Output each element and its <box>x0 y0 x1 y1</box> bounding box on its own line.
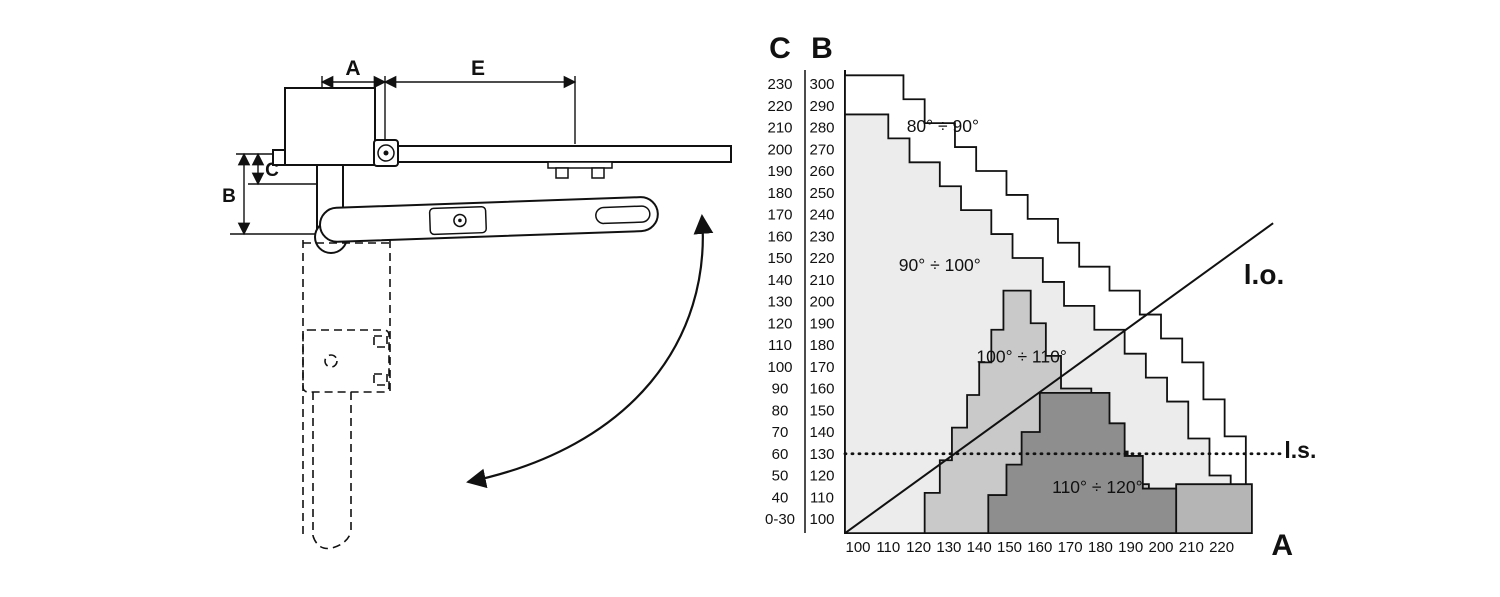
gate-bracket-bolt-left <box>555 167 569 179</box>
housing-flange <box>272 149 286 166</box>
open-gate-bolt-2 <box>373 373 388 386</box>
c-tick-2: 210 <box>767 120 792 137</box>
b-tick-160: 160 <box>809 381 834 398</box>
b-tick-300: 300 <box>809 76 834 93</box>
installation-diagram-panel: A E C B <box>0 30 760 597</box>
a-tick-100: 100 <box>845 539 870 556</box>
b-tick-220: 220 <box>809 250 834 267</box>
a-tick-170: 170 <box>1058 539 1083 556</box>
c-tick-18: 50 <box>772 468 789 485</box>
c-tick-6: 170 <box>767 207 792 224</box>
b-tick-260: 260 <box>809 163 834 180</box>
b-tick-250: 250 <box>809 185 834 202</box>
a-tick-120: 120 <box>906 539 931 556</box>
gate-leaf <box>382 145 732 179</box>
c-tick-0: 230 <box>767 76 792 93</box>
a-tick-130: 130 <box>936 539 961 556</box>
b-tick-180: 180 <box>809 337 834 354</box>
a-tick-200: 200 <box>1148 539 1173 556</box>
b-tick-290: 290 <box>809 98 834 115</box>
swing-arrow <box>466 214 714 489</box>
c-tick-1: 220 <box>767 98 792 115</box>
c-tick-4: 190 <box>767 163 792 180</box>
open-gate-bottom <box>312 531 352 550</box>
c-tick-9: 140 <box>767 272 792 289</box>
gate-bar <box>382 145 732 163</box>
c-axis-header: C <box>769 32 791 65</box>
dim-b-label: B <box>222 186 236 207</box>
b-tick-120: 120 <box>809 468 834 485</box>
installation-diagram: A E C B <box>222 57 732 550</box>
b-tick-230: 230 <box>809 228 834 245</box>
b-tick-110: 110 <box>810 489 834 506</box>
b-tick-140: 140 <box>809 424 834 441</box>
gate-open-dashed <box>302 240 391 550</box>
label-lo: l.o. <box>1244 259 1284 290</box>
a-tick-110: 110 <box>876 539 900 556</box>
b-tick-270: 270 <box>809 141 834 158</box>
b-tick-150: 150 <box>809 402 834 419</box>
c-tick-17: 60 <box>772 446 789 463</box>
b-tick-170: 170 <box>809 359 834 376</box>
a-tick-160: 160 <box>1027 539 1052 556</box>
actuator-arm <box>318 196 659 243</box>
pivot-bracket <box>373 139 399 167</box>
open-gate-bracket-hole <box>324 354 338 368</box>
label-region-100-110: 100° ÷ 110° <box>976 346 1066 366</box>
a-tick-210: 210 <box>1179 539 1204 556</box>
b-tick-200: 200 <box>809 294 834 311</box>
c-tick-10: 130 <box>767 294 792 311</box>
b-tick-280: 280 <box>809 120 834 137</box>
arm-center-pin <box>458 218 462 223</box>
a-tick-180: 180 <box>1088 539 1113 556</box>
a-tick-220: 220 <box>1209 539 1234 556</box>
gate-bracket-bolt-right <box>591 167 605 179</box>
c-tick-16: 70 <box>772 424 789 441</box>
c-tick-20: 0-30 <box>765 511 795 528</box>
dim-e-label: E <box>471 57 485 80</box>
pivot-bracket-pin <box>383 150 389 156</box>
b-tick-240: 240 <box>809 207 834 224</box>
c-tick-15: 80 <box>772 402 789 419</box>
c-tick-11: 120 <box>767 315 792 332</box>
b-tick-210: 210 <box>809 272 834 289</box>
region-110-120 <box>987 391 1178 535</box>
c-tick-7: 160 <box>767 228 792 245</box>
c-tick-13: 100 <box>767 359 792 376</box>
line-lo <box>844 222 1274 534</box>
arm-end-slot <box>595 205 651 225</box>
c-tick-19: 40 <box>772 489 789 506</box>
a-tick-190: 190 <box>1118 539 1143 556</box>
a-tick-150: 150 <box>997 539 1022 556</box>
b-tick-100: 100 <box>809 511 834 528</box>
c-tick-3: 200 <box>767 141 792 158</box>
c-tick-14: 90 <box>772 381 789 398</box>
label-region-90-100: 90° ÷ 100° <box>899 255 981 275</box>
label-region-110-120: 110° ÷ 120° <box>1052 477 1142 497</box>
dim-a-label: A <box>345 57 360 80</box>
label-region-80-90: 80° ÷ 90° <box>907 116 979 136</box>
b-tick-190: 190 <box>809 315 834 332</box>
gate-bracket-plate <box>547 161 613 169</box>
b-axis-header: B <box>811 32 833 65</box>
a-tick-140: 140 <box>967 539 992 556</box>
b-tick-130: 130 <box>809 446 834 463</box>
a-axis-header: A <box>1271 529 1293 562</box>
c-tick-5: 180 <box>767 185 792 202</box>
region-right-block <box>1175 483 1253 535</box>
open-gate-bracket <box>302 329 390 393</box>
c-tick-12: 110 <box>768 337 792 354</box>
motor-housing <box>284 87 376 166</box>
open-gate-bolt-1 <box>373 335 388 348</box>
label-ls: l.s. <box>1284 437 1316 463</box>
c-tick-8: 150 <box>767 250 792 267</box>
